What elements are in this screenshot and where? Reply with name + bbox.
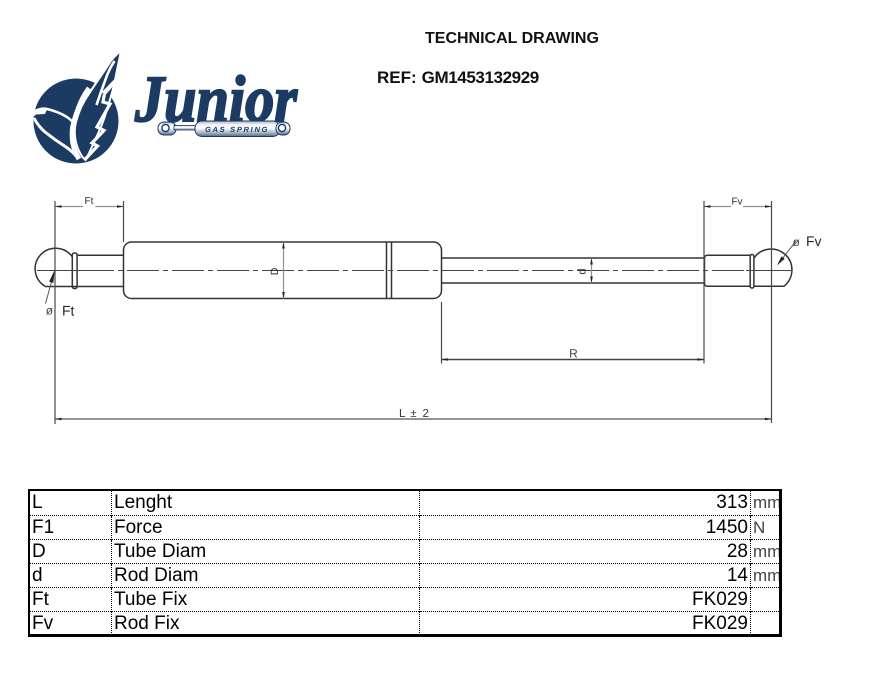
svg-text:D: D <box>269 267 281 275</box>
svg-text:ø: ø <box>46 304 54 318</box>
svg-text:Fv: Fv <box>806 233 822 249</box>
svg-text:L±2: L±2 <box>399 408 429 420</box>
svg-text:Ft: Ft <box>85 196 94 207</box>
svg-text:Ft: Ft <box>62 303 75 319</box>
svg-text:ø: ø <box>793 235 801 249</box>
svg-text:d: d <box>577 268 589 274</box>
svg-text:R: R <box>569 347 578 361</box>
svg-text:GAS SPRING: GAS SPRING <box>205 125 269 134</box>
svg-text:Fv: Fv <box>731 197 742 208</box>
